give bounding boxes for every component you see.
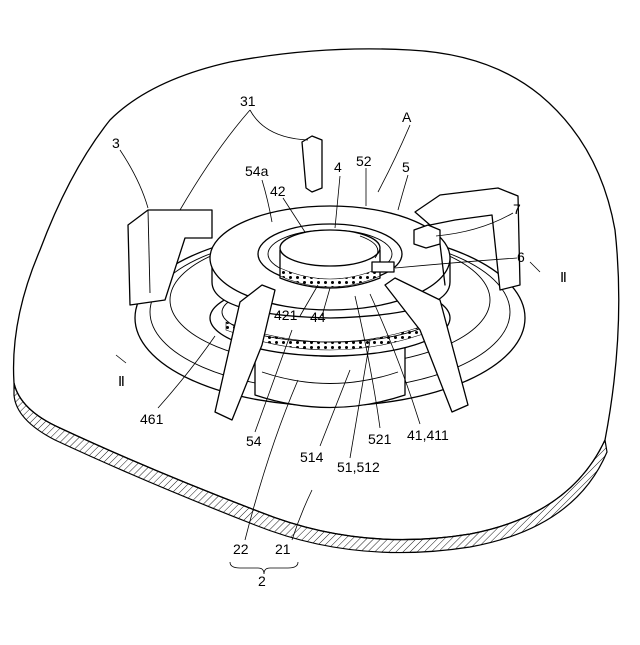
label-6: 6	[517, 249, 525, 265]
label-521: 521	[368, 431, 392, 447]
pot-support-back	[302, 136, 322, 192]
label-II-left: Ⅱ	[118, 373, 125, 389]
top-plate-edge-band	[14, 383, 607, 553]
label-461: 461	[140, 411, 164, 427]
label-II-right: Ⅱ	[560, 269, 567, 285]
label-A: A	[402, 109, 412, 125]
label-4: 4	[334, 159, 342, 175]
label-5: 5	[402, 159, 410, 175]
label-51-512: 51,512	[337, 459, 380, 475]
label-3: 3	[112, 135, 120, 151]
inner-burner-cap	[280, 230, 380, 288]
label-421: 421	[274, 307, 298, 323]
label-21: 21	[275, 541, 291, 557]
label-41-411: 41,411	[407, 427, 449, 443]
label-7: 7	[513, 201, 521, 217]
label-44: 44	[310, 309, 326, 325]
label-54: 54	[246, 433, 262, 449]
label-514: 514	[300, 449, 324, 465]
label-52: 52	[356, 153, 372, 169]
label-22: 22	[233, 541, 249, 557]
label-54a: 54a	[245, 163, 269, 179]
label-31: 31	[240, 93, 256, 109]
label-42: 42	[270, 183, 286, 199]
label-2: 2	[258, 573, 266, 589]
